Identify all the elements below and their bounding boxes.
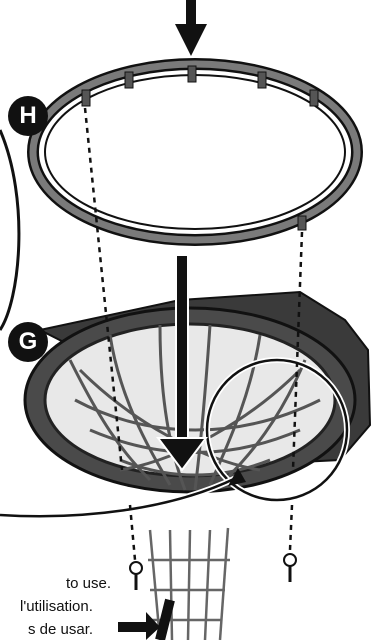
callout-curve bbox=[0, 130, 19, 330]
rim-ring bbox=[33, 64, 357, 240]
caption-line-2: l'utilisation. bbox=[20, 597, 93, 616]
step-label-h: H bbox=[8, 96, 48, 136]
down-arrow-top bbox=[175, 0, 207, 56]
caption-line-1: to use. bbox=[66, 574, 111, 593]
step-label-g: G bbox=[8, 322, 48, 362]
right-arrow-bottom bbox=[118, 600, 170, 640]
caption-line-3: s de usar. bbox=[28, 620, 93, 639]
screw-left bbox=[130, 562, 142, 590]
screw-right bbox=[284, 554, 296, 582]
